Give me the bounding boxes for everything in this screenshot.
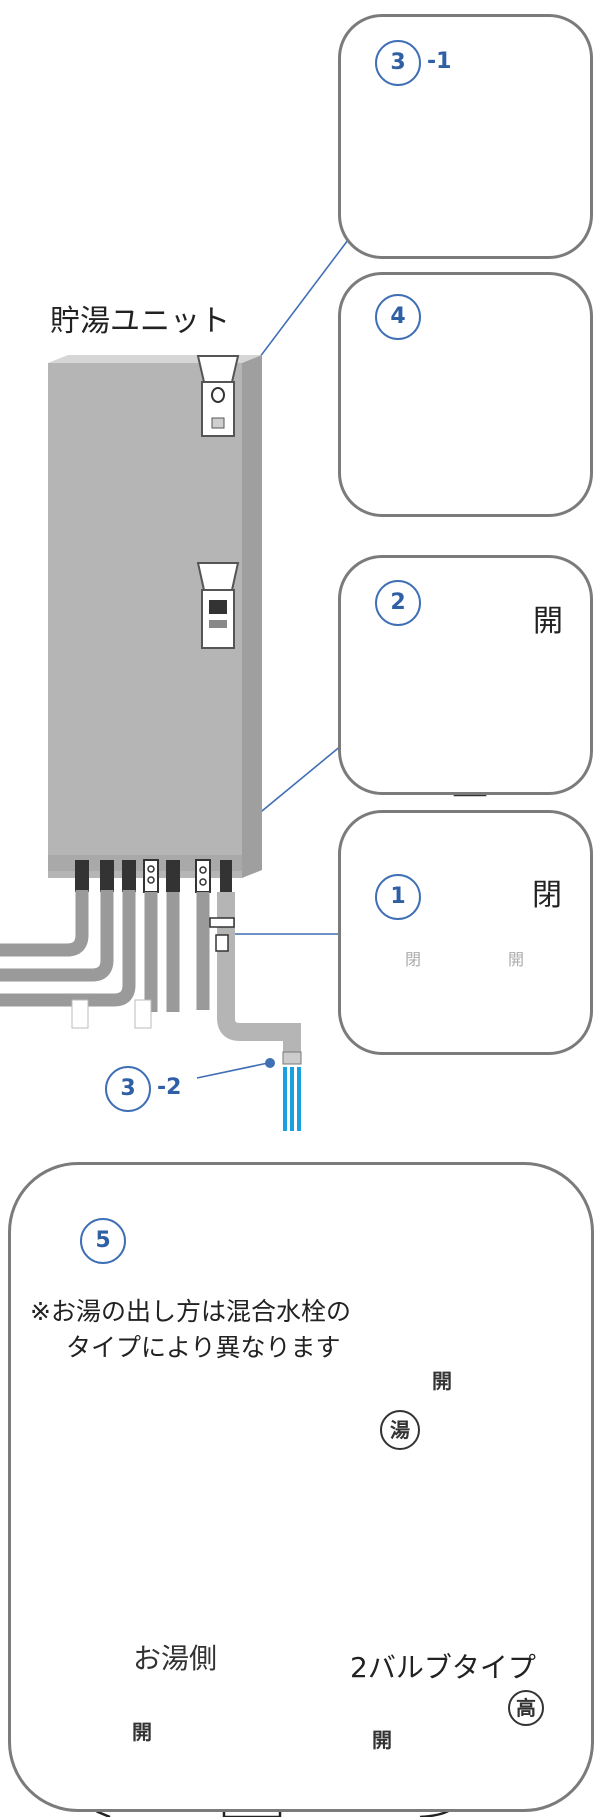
storage-unit-label: 貯湯ユニット [50,304,230,339]
hot-water-badge: 湯 [380,1410,420,1450]
step-2-open-label: 開 [533,604,563,639]
single-lever-open-label: 開 [132,1720,152,1744]
step-suffix-3-1: -1 [427,49,452,74]
plate-open-text: 開 [508,950,525,969]
panel-step-1 [338,810,593,1055]
step-badge-5: 5 [80,1218,126,1264]
storage-unit-illustration [0,355,302,1131]
step-badge-4: 4 [375,294,421,340]
leader-line-3-2 [196,1062,269,1079]
high-temp-badge: 高 [508,1690,544,1726]
step-badge-1: 1 [375,874,421,920]
step-badge-3-1: 3 [375,40,421,86]
step-suffix-3-2: -2 [157,1075,182,1100]
plate-close-text: 閉 [405,950,422,969]
panel-step-2 [338,555,593,795]
step-badge-3-2: 3 [105,1066,151,1112]
two-valve-open-label: 開 [432,1369,452,1393]
faucet-note-line2: タイプにより異なります [66,1333,341,1362]
leader-dot-3-2 [265,1058,275,1068]
two-valve-caption: 2バルブタイプ [350,1651,536,1684]
panel-step-3-1 [338,14,593,259]
panel-step-5 [8,1162,594,1812]
step-badge-2: 2 [375,580,421,626]
hot-side-bubble-text: お湯側 [133,1642,218,1675]
thermostat-open-label: 開 [372,1728,392,1752]
step-1-close-label: 閉 [532,878,562,913]
faucet-note-line1: ※お湯の出し方は混合水栓の [30,1297,351,1326]
